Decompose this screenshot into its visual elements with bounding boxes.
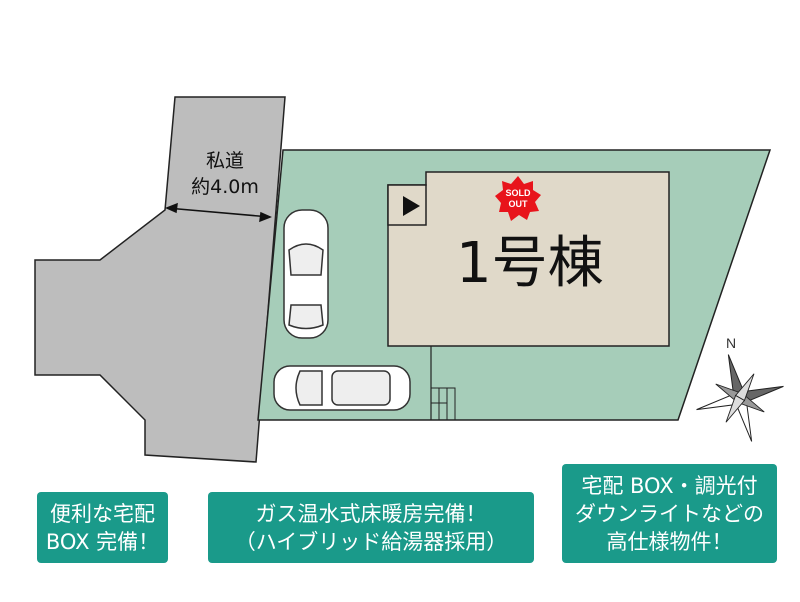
sold-out-badge-line1: SOLD [505,188,531,198]
feature-text: BOX 完備！ [45,529,160,554]
road-label-width: 約4.0m [191,176,259,198]
feature-text: （ハイブリッド給湯器採用） [234,529,508,554]
car-parked-vertical [283,209,329,339]
sold-out-badge-line2: OUT [509,199,529,209]
building-label: 1号棟 [456,231,604,296]
sold-out-badge: SOLD OUT [495,176,541,221]
steps [430,387,456,421]
feature-text: 宅配 BOX・調光付 [581,473,758,498]
feature-tag-floor-heating: ガス温水式床暖房完備！ （ハイブリッド給湯器採用） [208,492,534,563]
feature-text: 高仕様物件！ [606,529,733,554]
compass-rose-icon [696,354,784,442]
road-width-dimension [165,202,272,223]
road-label-name: 私道 [205,150,244,172]
feature-text: ガス温水式床暖房完備！ [255,501,487,526]
feature-text: 便利な宅配 [50,501,155,526]
road-label: 私道 約4.0m [170,148,280,200]
compass-north-label: N [726,335,736,351]
car-parked-horizontal [273,365,411,411]
feature-tag-delivery-box: 便利な宅配 BOX 完備！ [37,492,168,563]
entrance-arrow-icon [403,196,420,216]
feature-tag-high-spec: 宅配 BOX・調光付 ダウンライトなどの 高仕様物件！ [562,464,777,563]
feature-text: ダウンライトなどの [575,501,764,526]
